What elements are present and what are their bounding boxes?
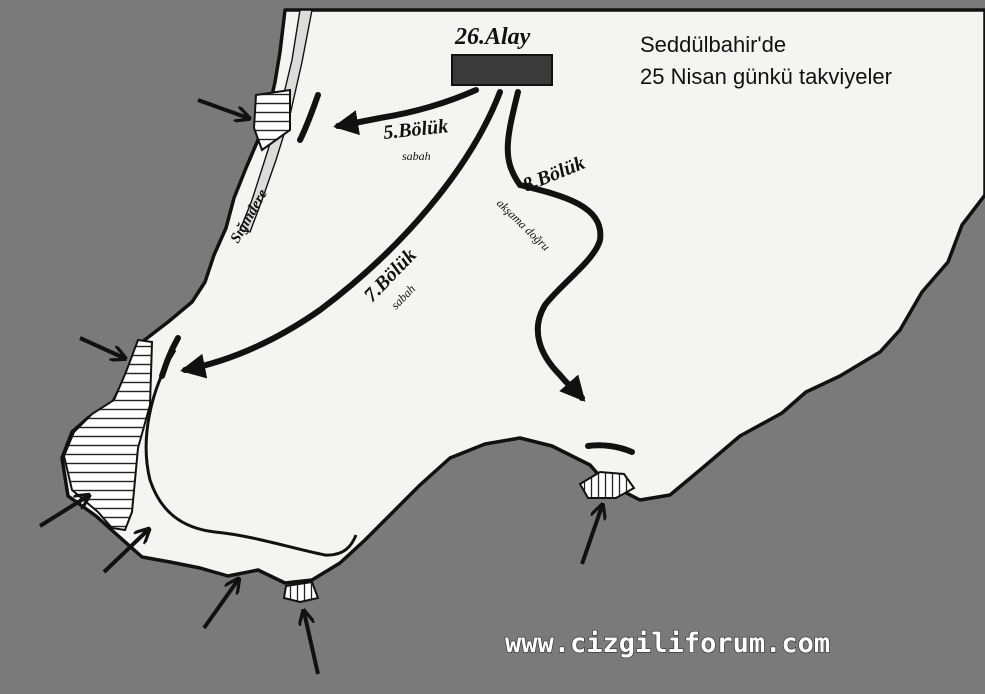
landing-arrow-icon	[304, 612, 320, 675]
beach-x-hatch	[252, 88, 291, 152]
position-mark	[297, 92, 321, 143]
land-peninsula	[60, 8, 985, 585]
regiment-label: 26.Alay	[454, 24, 531, 50]
landing-arrow-icon	[197, 98, 248, 118]
watermark: www.cizgiliforum.com	[505, 628, 830, 659]
landing-arrow-icon	[38, 496, 88, 528]
map-title-line-2: 25 Nisan günkü takviyeler	[640, 64, 892, 89]
landing-arrow-icon	[580, 506, 602, 565]
route-5-bolukk	[333, 87, 479, 136]
map-title-line-1: Seddülbahir'de	[640, 32, 786, 57]
landing-arrow-icon	[102, 530, 148, 574]
position-mark	[585, 442, 635, 455]
landing-arrow-icon	[79, 336, 124, 358]
route-8-bolukk	[504, 89, 604, 402]
company-5-time: sabah	[402, 149, 431, 163]
regiment-box	[451, 54, 553, 86]
route-7-bolukk	[180, 89, 503, 379]
beach-s-hatch	[578, 470, 636, 499]
inland-defence-line	[144, 349, 358, 557]
position-mark	[159, 335, 181, 379]
landing-arrow-icon	[202, 580, 238, 630]
beach-w-hatch	[62, 338, 154, 532]
beach-v-hatch	[282, 580, 320, 604]
